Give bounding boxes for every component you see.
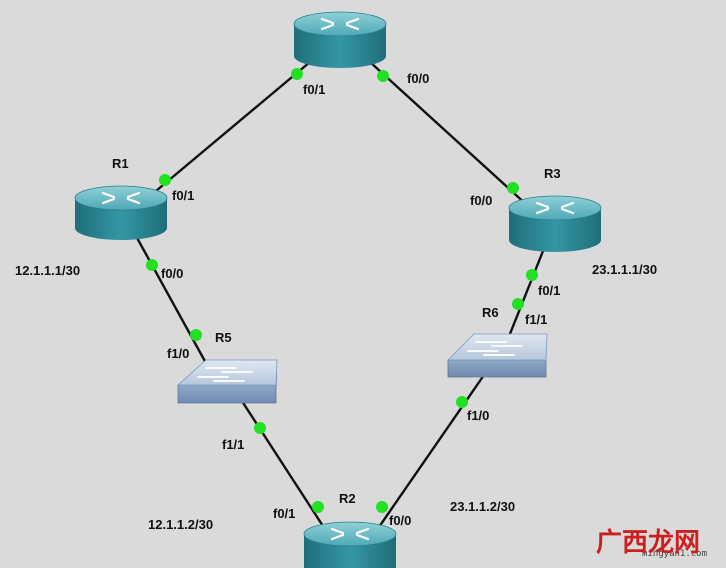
router-r1[interactable] [74,185,168,240]
port-label-rtop-f0-0: f0/0 [407,71,430,86]
link-rtop-r3 [369,61,529,207]
port-dot-r1-f0-0 [146,259,158,271]
router-top[interactable] [293,11,387,68]
port-label-r6-f1-1: f1/1 [525,312,548,327]
port-label-rtop-f0-1: f0/1 [303,82,326,97]
device-label-r3: R3 [544,166,561,181]
port-dot-r5-f1-1 [254,422,266,434]
port-dot-r1-f0-1 [159,174,171,186]
switch-r5[interactable] [176,359,278,404]
device-label-r2: R2 [339,491,356,506]
address-label-r3: 23.1.1.1/30 [592,262,658,277]
router-arrows-icon [320,17,360,31]
port-label-r6-f1-0: f1/0 [467,408,490,423]
router-arrows-icon [330,527,370,541]
port-dot-r2-f0-0 [376,501,388,513]
port-dot-rtop-f0-1 [291,68,303,80]
port-label-r3-f0-1: f0/1 [538,283,561,298]
router-arrows-icon [535,201,575,215]
watermark-text: 广西龙网 [596,528,701,558]
port-label-r1-f0-0: f0/0 [161,266,184,281]
port-dot-r6-f1-0 [456,396,468,408]
port-dot-rtop-f0-0 [377,70,389,82]
switch-arrows-icon [197,367,253,382]
device-label-r5: R5 [215,330,232,345]
device-label-r6: R6 [482,305,499,320]
port-label-r2-f0-0: f0/0 [389,513,412,528]
address-label-r1: 12.1.1.1/30 [15,263,81,278]
device-label-r1: R1 [112,156,129,171]
port-dot-r2-f0-1 [312,501,324,513]
link-r5-r2 [236,394,334,541]
port-dot-r3-f0-0 [507,182,519,194]
switch-arrows-icon [467,341,523,356]
router-arrows-icon [101,191,141,205]
port-dot-r3-f0-1 [526,269,538,281]
port-label-r5-f1-0: f1/0 [167,346,190,361]
switch-r6[interactable] [447,333,548,378]
address-label-r2-right: 23.1.1.2/30 [450,499,516,514]
port-label-r3-f0-0: f0/0 [470,193,493,208]
link-rtop-r1 [149,61,311,197]
router-r2[interactable] [303,521,397,568]
port-label-r2-f0-1: f0/1 [273,506,296,521]
port-dot-r6-f1-1 [512,298,524,310]
port-label-r1-f0-1: f0/1 [172,188,195,203]
port-label-r5-f1-1: f1/1 [222,437,245,452]
link-r1-r5 [134,235,214,375]
router-r3[interactable] [508,195,602,252]
address-label-r2-left: 12.1.1.2/30 [148,517,214,532]
port-dot-r5-f1-0 [190,329,202,341]
watermark-url: mingyan1.com [642,549,708,559]
